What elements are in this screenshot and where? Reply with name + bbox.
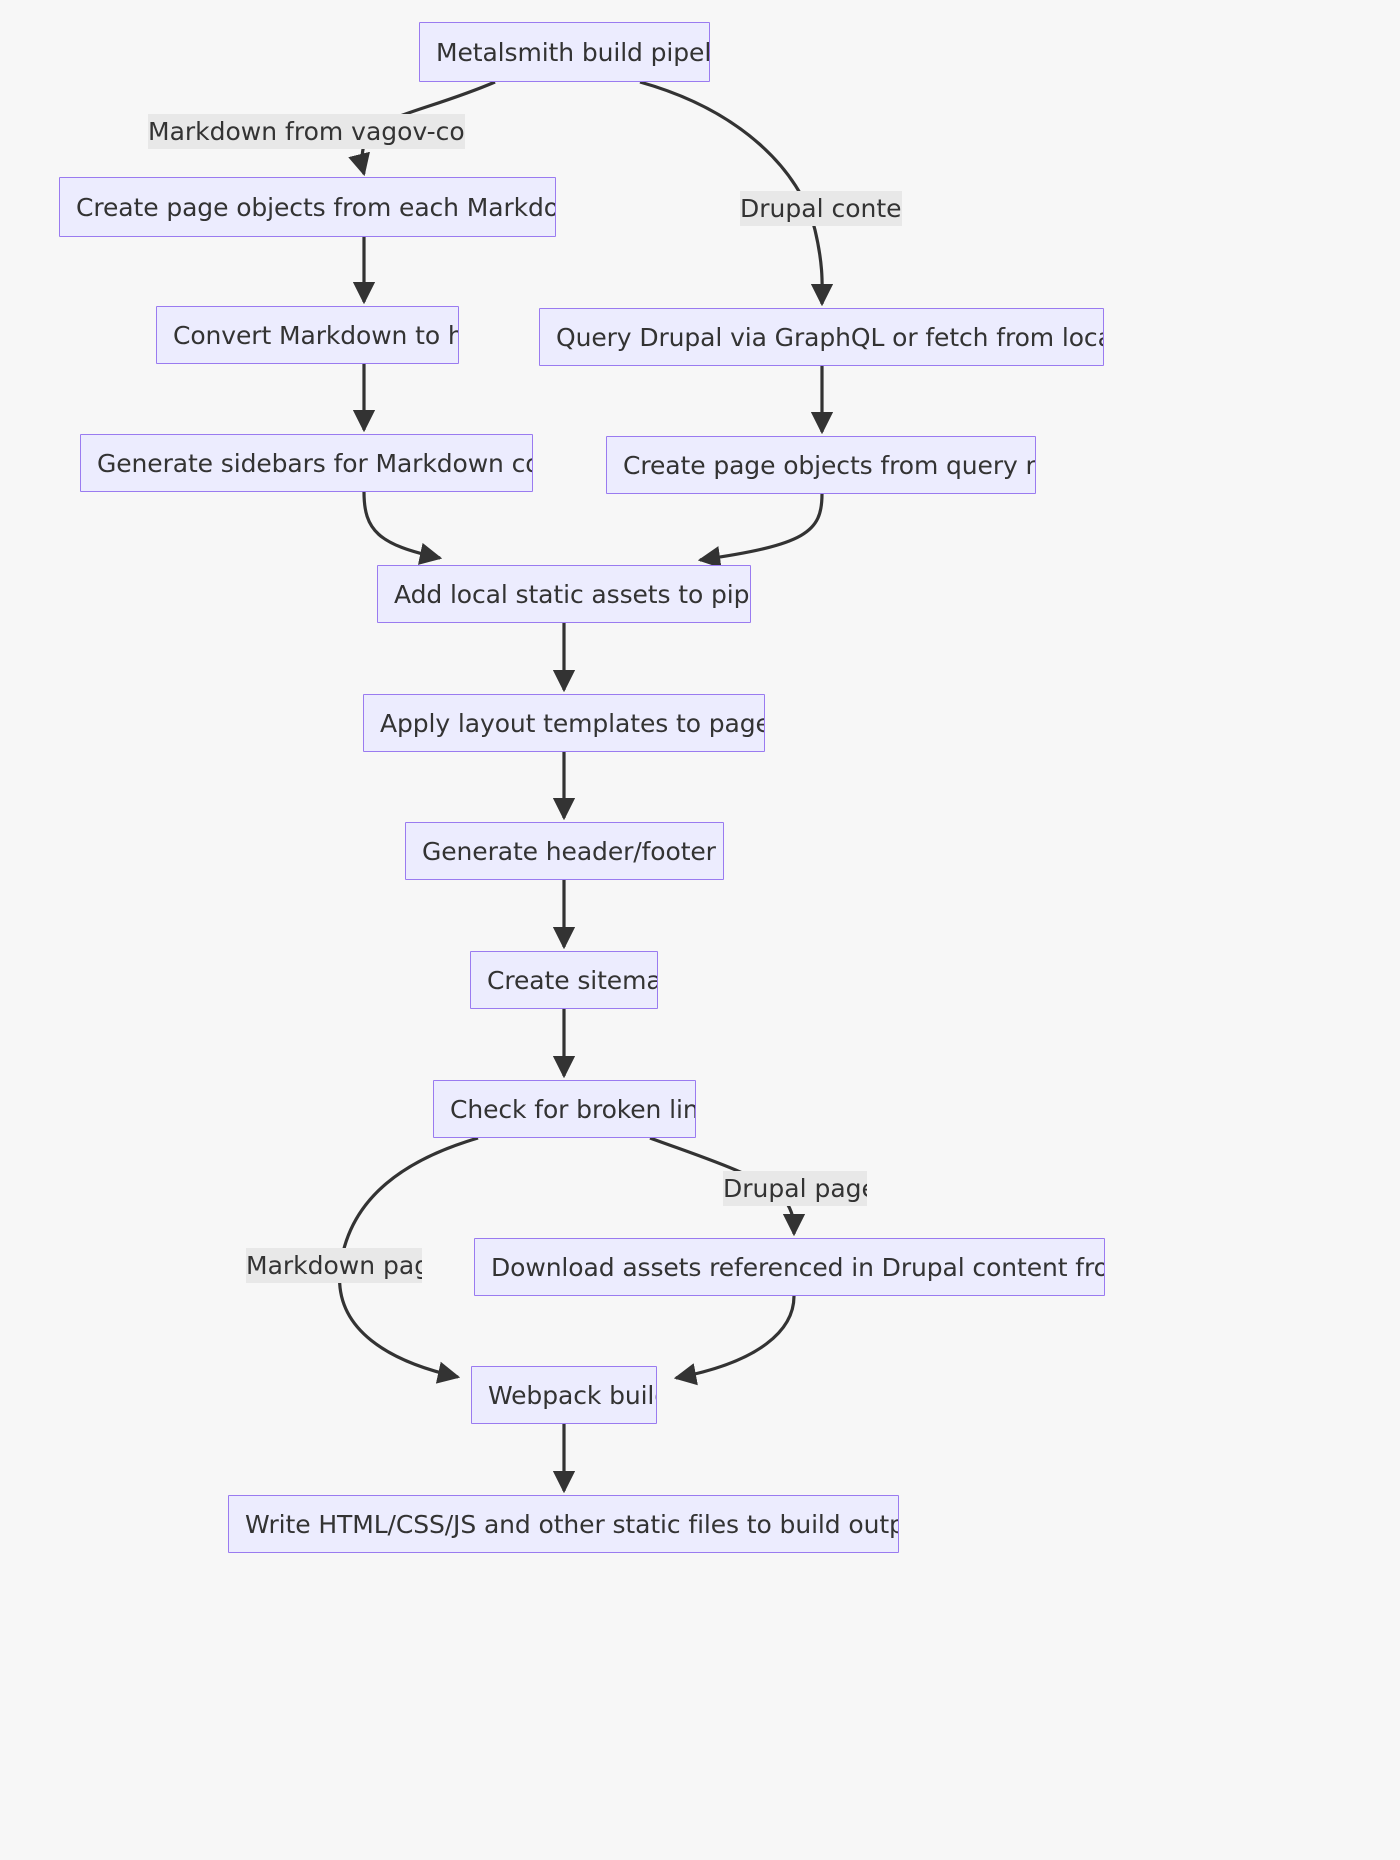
edge-n12-n13	[673, 1295, 796, 1386]
node-label: Generate header/footer data	[422, 836, 723, 866]
node-label: Download assets referenced in Drupal con…	[491, 1252, 1104, 1282]
node-label: Metalsmith build pipeline	[436, 37, 709, 67]
edge-n5-n7	[362, 491, 443, 565]
node-label: Add local static assets to pipeline	[394, 579, 750, 609]
edge-label-markdown-from-vagov-content: Markdown from vagov-content	[148, 114, 465, 149]
node-label: Convert Markdown to html	[173, 320, 458, 350]
node-create-sitemap[interactable]: Create sitemap	[470, 951, 658, 1009]
node-download-assets[interactable]: Download assets referenced in Drupal con…	[474, 1238, 1105, 1296]
node-label: Apply layout templates to page data	[380, 708, 765, 738]
node-check-broken-links[interactable]: Check for broken links	[433, 1080, 696, 1138]
edge-label-text: Markdown pages	[246, 1250, 422, 1280]
node-label: Generate sidebars for Markdown content	[97, 448, 532, 478]
node-label: Query Drupal via GraphQL or fetch from l…	[556, 322, 1103, 352]
node-apply-layout-templates[interactable]: Apply layout templates to page data	[363, 694, 765, 752]
node-label: Create page objects from each Markdown f…	[76, 192, 556, 222]
edge-label-drupal-pages: Drupal pages	[723, 1171, 867, 1206]
edge-label-markdown-pages: Markdown pages	[246, 1248, 422, 1283]
node-label: Create sitemap	[487, 965, 657, 995]
edge-label-text: Drupal content	[740, 193, 902, 223]
node-convert-markdown-to-html[interactable]: Convert Markdown to html	[156, 306, 459, 364]
edge-n6-n7	[697, 493, 824, 569]
node-generate-header-footer[interactable]: Generate header/footer data	[405, 822, 724, 880]
edge-label-text: Markdown from vagov-content	[148, 116, 465, 146]
node-label: Write HTML/CSS/JS and other static files…	[245, 1509, 898, 1539]
node-webpack-build[interactable]: Webpack build	[471, 1366, 657, 1424]
node-metalsmith-build-pipeline[interactable]: Metalsmith build pipeline	[419, 22, 710, 82]
node-label: Webpack build	[488, 1380, 657, 1410]
edge-label-drupal-content: Drupal content	[740, 191, 902, 226]
node-write-html-css-js[interactable]: Write HTML/CSS/JS and other static files…	[228, 1495, 899, 1553]
node-create-page-objects-query[interactable]: Create page objects from query result	[606, 436, 1036, 494]
node-query-drupal-graphql[interactable]: Query Drupal via GraphQL or fetch from l…	[539, 308, 1104, 366]
node-create-page-objects-markdown[interactable]: Create page objects from each Markdown f…	[59, 177, 556, 237]
node-generate-sidebars[interactable]: Generate sidebars for Markdown content	[80, 434, 533, 492]
node-add-local-static-assets[interactable]: Add local static assets to pipeline	[377, 565, 751, 623]
edge-label-text: Drupal pages	[723, 1173, 867, 1203]
node-label: Create page objects from query result	[623, 450, 1036, 480]
node-label: Check for broken links	[450, 1094, 695, 1124]
